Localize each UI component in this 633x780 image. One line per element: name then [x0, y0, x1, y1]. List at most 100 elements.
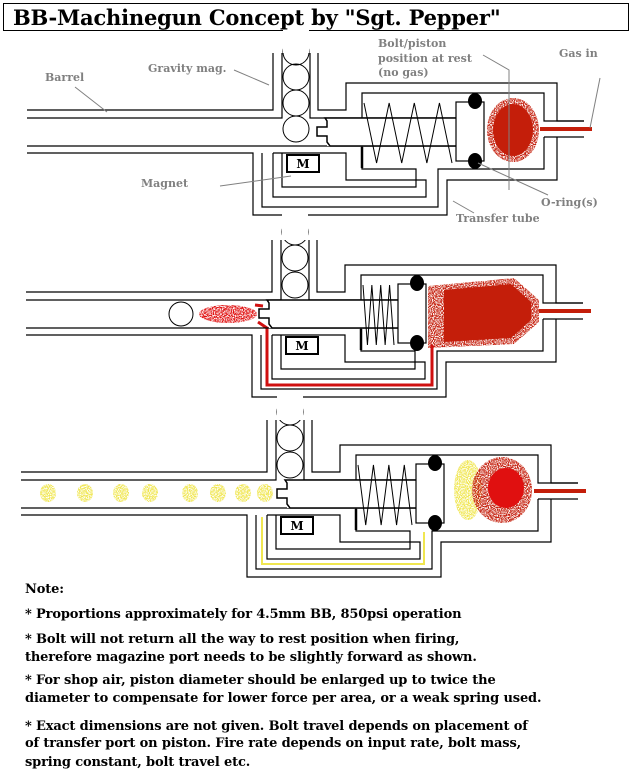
transfer-tube-inner-outer	[271, 334, 426, 380]
exhaust-gas-puff	[257, 484, 273, 502]
leader-magnet	[219, 175, 292, 187]
spring	[357, 464, 413, 526]
exhaust-gas-puff	[210, 484, 226, 502]
bolt-body	[287, 480, 416, 508]
bolt	[258, 299, 398, 329]
magnet-box	[280, 516, 314, 535]
o-ring-bottom	[468, 153, 482, 169]
magazine-outer-left-barrel-top	[26, 240, 273, 293]
leader-gravity-mag	[233, 69, 270, 86]
magazine-inner-right-bore-top	[308, 240, 398, 301]
label-bolt-piston-3: (no gas)	[378, 66, 429, 79]
gas-transfer-flow	[257, 320, 434, 387]
magazine-inner-left-bore-top	[27, 53, 283, 119]
note-4-line-1: * Exact dimensions are not given. Bolt t…	[25, 719, 528, 734]
leader-gas-in	[589, 77, 601, 129]
exhaust-gas	[454, 460, 482, 520]
bolt-body	[327, 118, 456, 146]
bb-fired	[168, 301, 194, 327]
note-3-line-2: diameter to compensate for lower force p…	[25, 691, 542, 706]
label-barrel: Barrel	[45, 71, 84, 84]
leader-barrel	[74, 86, 108, 113]
notes-heading: Note:	[25, 582, 64, 597]
transfer-tube-outer	[26, 319, 557, 398]
label-bolt-piston-2: position at rest	[378, 52, 473, 65]
bb-in-magazine	[276, 424, 304, 452]
magnet-symbol: M	[296, 157, 309, 171]
magazine-outer-left-barrel-top	[27, 53, 274, 111]
diagram-rest: M	[27, 30, 592, 216]
spring	[363, 102, 453, 164]
gas-cloud-core	[493, 104, 533, 156]
diagram-labels: Barrel Gravity mag. Bolt/piston position…	[45, 37, 601, 225]
leader-bolt-piston	[482, 54, 510, 190]
note-1-line-1: * Proportions approximately for 4.5mm BB…	[25, 607, 462, 622]
o-ring-bottom	[428, 515, 442, 531]
bb-in-magazine	[281, 271, 309, 299]
note-4-line-3: spring constant, bolt travel etc.	[25, 755, 251, 770]
exhaust-gas-puff	[235, 484, 251, 502]
diagram-exhaust: M	[21, 392, 586, 578]
o-ring-top	[428, 455, 442, 471]
bb-in-magazine	[281, 244, 309, 272]
bb-in-magazine	[282, 115, 310, 143]
bolt	[316, 117, 456, 147]
magazine-inner-left-bore-top	[26, 240, 282, 301]
magazine-outer-left-barrel-top	[21, 420, 268, 473]
housing-inner-top	[361, 92, 584, 122]
label-gas-in: Gas in	[559, 47, 598, 60]
exhaust-gas-puff	[77, 484, 93, 502]
transfer-tube-outer-inner	[261, 137, 545, 208]
o-ring-top	[410, 275, 424, 291]
label-o-rings: O-ring(s)	[541, 196, 598, 209]
magazine-top-mask	[277, 392, 303, 420]
note-2-line-1: * Bolt will not return all the way to re…	[25, 632, 460, 647]
gas-puff-barrel	[199, 305, 257, 323]
housing-inner-top	[355, 454, 578, 484]
transfer-tube-inner-outer	[272, 152, 427, 198]
transfer-tube-outer-inner	[255, 499, 539, 570]
label-transfer-tube: Transfer tube	[456, 212, 540, 225]
bb-in-magazine	[282, 89, 310, 117]
label-bolt-piston-1: Bolt/piston	[378, 37, 446, 50]
diagram-firing: M	[26, 212, 591, 398]
gas-cloud-core	[444, 284, 531, 342]
note-2-line-2: therefore magazine port needs to be slig…	[25, 650, 477, 665]
piston	[415, 463, 445, 524]
o-ring-top	[468, 93, 482, 109]
transfer-tube-outer	[27, 137, 558, 216]
note-4-line-2: of transfer port on piston. Fire rate de…	[25, 736, 522, 751]
bb-in-magazine	[282, 63, 310, 91]
leader-o-rings	[477, 162, 549, 196]
exhaust-gas-puff	[142, 484, 158, 502]
exhaust-gas-puff	[40, 484, 56, 502]
magazine-top-mask	[283, 30, 309, 53]
note-3-line-1: * For shop air, piston diameter should b…	[25, 673, 496, 688]
magazine-inner-right-bore-top	[303, 420, 416, 481]
exhaust-gas-puff	[182, 484, 198, 502]
magnet-symbol: M	[295, 339, 308, 353]
magazine-top-mask	[282, 212, 308, 240]
piston	[455, 101, 485, 162]
leader-transfer-tube	[452, 200, 475, 214]
title-box: BB-Machinegun Concept by "Sgt. Pepper"	[3, 3, 629, 31]
transfer-tube-outer	[21, 499, 552, 578]
bb-in-magazine	[276, 451, 304, 479]
gas-cloud-core	[488, 468, 524, 508]
magnet-symbol: M	[290, 519, 303, 533]
housing-inner-top	[360, 274, 583, 304]
spring	[362, 284, 395, 346]
transfer-tube-inner-outer	[266, 514, 421, 560]
transfer-tube-outer-inner	[260, 319, 544, 390]
label-gravity-mag: Gravity mag.	[148, 62, 226, 75]
bolt	[276, 479, 416, 509]
magazine-inner-left-bore-top	[21, 420, 277, 481]
exhaust-gas-puff	[113, 484, 129, 502]
magnet-box	[286, 154, 320, 173]
piston	[397, 283, 427, 344]
o-ring-bottom	[410, 335, 424, 351]
gas-transfer-flow-tip	[254, 303, 264, 308]
bolt-body	[269, 300, 398, 328]
